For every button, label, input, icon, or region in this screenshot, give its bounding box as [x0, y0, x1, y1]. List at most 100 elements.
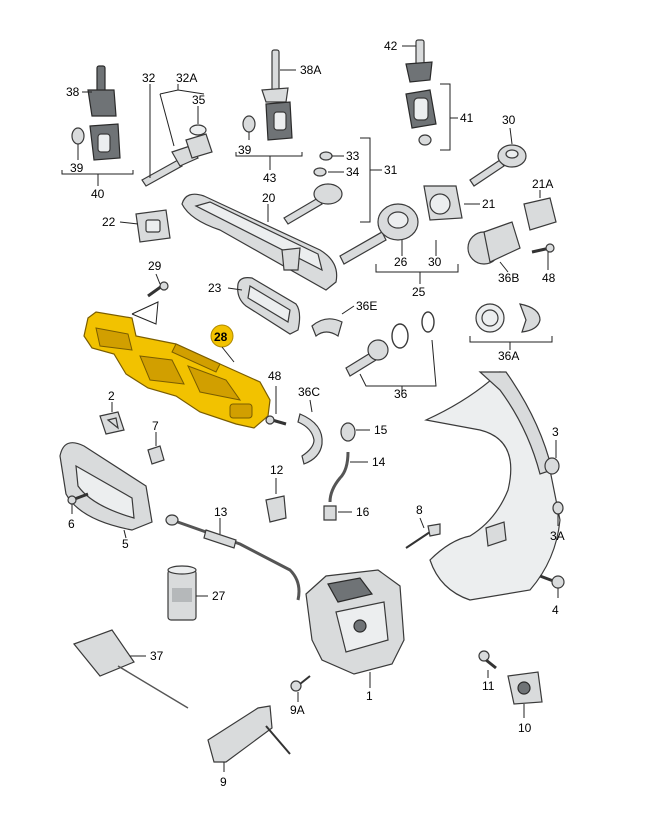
- key-blank-part: [87, 65, 117, 117]
- folding-key-part: [261, 49, 289, 103]
- door-frame-part: [424, 371, 561, 601]
- clip-2-part: [99, 411, 125, 435]
- screw-48b-part: [265, 415, 287, 426]
- callout-12: 12: [270, 463, 284, 477]
- callout-2: 2: [108, 389, 115, 403]
- clip-12-part: [265, 495, 287, 523]
- callout-3A: 3A: [550, 529, 565, 543]
- callout-16: 16: [356, 505, 370, 519]
- screw-11-part: [478, 650, 497, 670]
- rod-14: [328, 451, 350, 503]
- callout-30: 30: [502, 113, 516, 127]
- screw-29-part: [147, 281, 169, 298]
- callout-36B: 36B: [498, 271, 519, 285]
- callout-21A: 21A: [532, 177, 553, 191]
- bowden-cable-13: [165, 514, 301, 601]
- callout-34: 34: [346, 165, 360, 179]
- cap-part-3: [418, 134, 432, 146]
- striker-plate-10: [507, 671, 543, 705]
- plug-3: [544, 457, 560, 475]
- clip-36C-part: [297, 413, 323, 465]
- fob-key-part: [405, 39, 433, 83]
- screw-48-part: [531, 243, 555, 254]
- callout-23: 23: [208, 281, 222, 295]
- callout-42: 42: [384, 39, 398, 53]
- bracket-9-part: [207, 705, 291, 763]
- callout-31: 31: [384, 163, 398, 177]
- callout-13: 13: [214, 505, 228, 519]
- lock-cylinder-housing-part: [423, 185, 463, 221]
- handle-carrier-bracket-28: [83, 311, 271, 429]
- lock-cylinder-part: [339, 203, 419, 265]
- callout-29: 29: [148, 259, 162, 273]
- pin-part-2: [313, 167, 327, 177]
- fob-housing-part: [405, 89, 437, 129]
- pin-9A-part: [290, 675, 311, 692]
- callout-37: 37: [150, 649, 164, 663]
- callout-14: 14: [372, 455, 386, 469]
- plug-3A: [552, 501, 564, 515]
- callout-28: 28: [214, 330, 228, 344]
- cylinder-36B-part: [467, 221, 521, 265]
- callout-48: 48: [542, 271, 556, 285]
- cylinder-body-part: [185, 124, 213, 159]
- callout-26: 26: [394, 255, 408, 269]
- callout-48b: 48: [268, 369, 282, 383]
- callout-40: 40: [91, 187, 105, 201]
- clip-36E-part: [311, 318, 343, 337]
- callout-15: 15: [374, 423, 388, 437]
- pin-part: [319, 151, 333, 161]
- callout-39: 39: [70, 161, 84, 175]
- callout-36A: 36A: [498, 349, 519, 363]
- bolt-4-part: [539, 574, 565, 589]
- callout-36C: 36C: [298, 385, 320, 399]
- callout-36: 36: [394, 387, 408, 401]
- callout-6: 6: [68, 517, 75, 531]
- callout-20: 20: [262, 191, 276, 205]
- callout-41: 41: [460, 111, 474, 125]
- cap-part: [71, 127, 85, 145]
- callout-43: 43: [263, 171, 277, 185]
- folding-key-fob-part: [265, 101, 293, 141]
- callout-33: 33: [346, 149, 360, 163]
- callout-35: 35: [192, 93, 206, 107]
- rod-end-16: [323, 505, 337, 521]
- callout-27: 27: [212, 589, 226, 603]
- remote-fob-part: [89, 123, 121, 161]
- ring-36A-part: [475, 303, 541, 333]
- lock-cylinder-36-part: [345, 311, 435, 377]
- callout-38: 38: [66, 85, 80, 99]
- callout-32A: 32A: [176, 71, 197, 85]
- callout-9A: 9A: [290, 703, 305, 717]
- lubricant-can-27: [167, 565, 197, 621]
- callout-11: 11: [482, 679, 495, 693]
- callout-30b: 30: [428, 255, 442, 269]
- door-lock-module-1: [305, 569, 405, 675]
- callout-25: 25: [412, 285, 426, 299]
- cap-21A-part: [523, 197, 557, 231]
- callout-36E: 36E: [356, 299, 377, 313]
- callout-3: 3: [552, 425, 559, 439]
- callout-4: 4: [552, 603, 559, 617]
- callout-21: 21: [482, 197, 496, 211]
- callout-38A: 38A: [300, 63, 321, 77]
- handle-gasket-part: [237, 277, 301, 335]
- callout-10: 10: [518, 721, 532, 735]
- pin-8-part: [405, 523, 441, 549]
- callout-8: 8: [416, 503, 423, 517]
- clip-7-part: [147, 445, 165, 465]
- callout-1: 1: [366, 689, 373, 703]
- rod-cap-15: [340, 422, 356, 442]
- cover-cap-part: [135, 209, 171, 243]
- callout-32: 32: [142, 71, 156, 85]
- callout-7: 7: [152, 419, 159, 433]
- callout-22: 22: [102, 215, 116, 229]
- inner-door-handle-part: [59, 442, 153, 531]
- callout-5: 5: [122, 537, 129, 551]
- outer-door-handle-part: [181, 193, 338, 291]
- callout-9: 9: [220, 775, 227, 789]
- callout-39b: 39: [238, 143, 252, 157]
- label-card-37: [73, 629, 189, 709]
- key-30-part: [469, 144, 527, 187]
